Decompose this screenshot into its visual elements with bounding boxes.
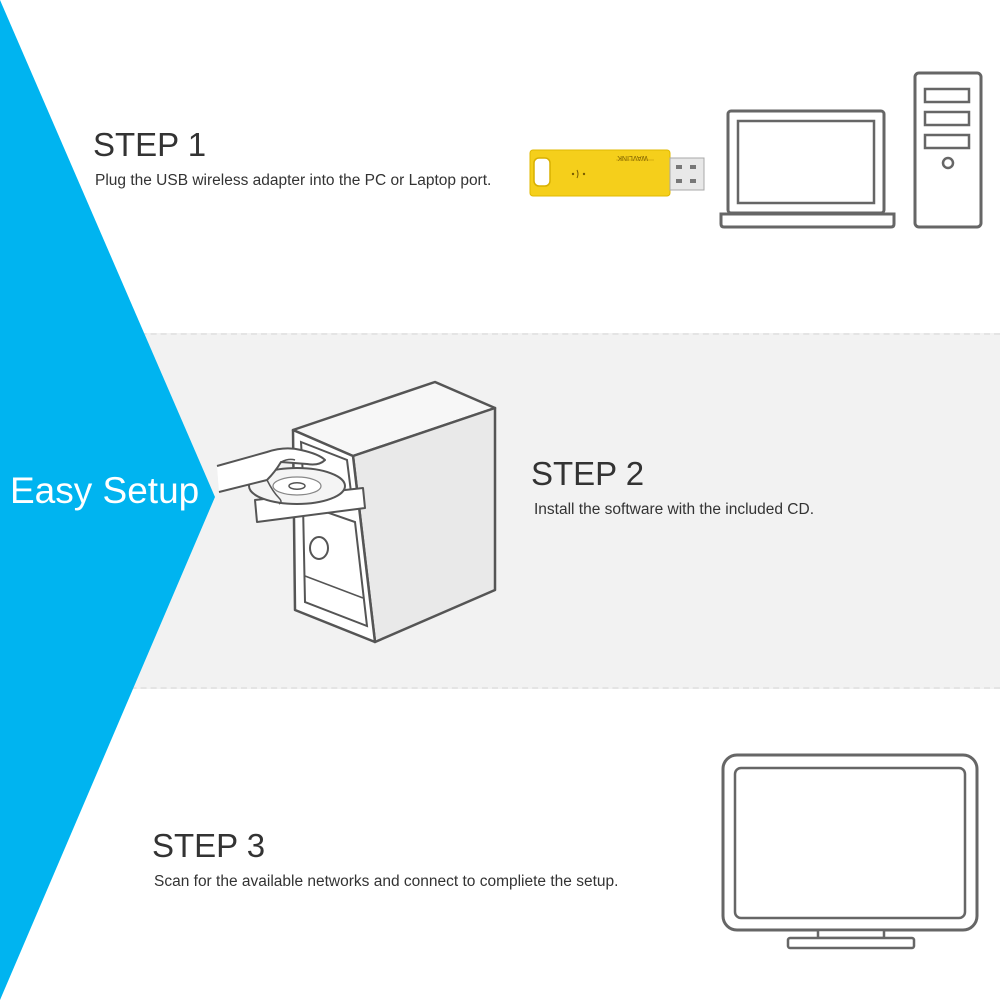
step2-title: STEP 2 bbox=[531, 455, 645, 492]
pc-tower-icon bbox=[913, 71, 983, 229]
adapter-brand: WAVLINK bbox=[617, 154, 648, 161]
usb-adapter-icon: WAVLINK bbox=[529, 149, 705, 197]
step1-description: Plug the USB wireless adapter into the P… bbox=[95, 172, 492, 189]
step3-title: STEP 3 bbox=[152, 827, 266, 864]
monitor-icon bbox=[721, 753, 979, 950]
laptop-icon bbox=[719, 109, 896, 229]
step3-description: Scan for the available networks and conn… bbox=[154, 873, 619, 890]
step2-description: Install the software with the included C… bbox=[534, 501, 814, 518]
easy-setup-banner bbox=[0, 0, 215, 1000]
step1-title: STEP 1 bbox=[93, 126, 207, 163]
cd-insert-icon bbox=[216, 380, 497, 644]
easy-setup-label: Easy Setup bbox=[10, 470, 200, 511]
